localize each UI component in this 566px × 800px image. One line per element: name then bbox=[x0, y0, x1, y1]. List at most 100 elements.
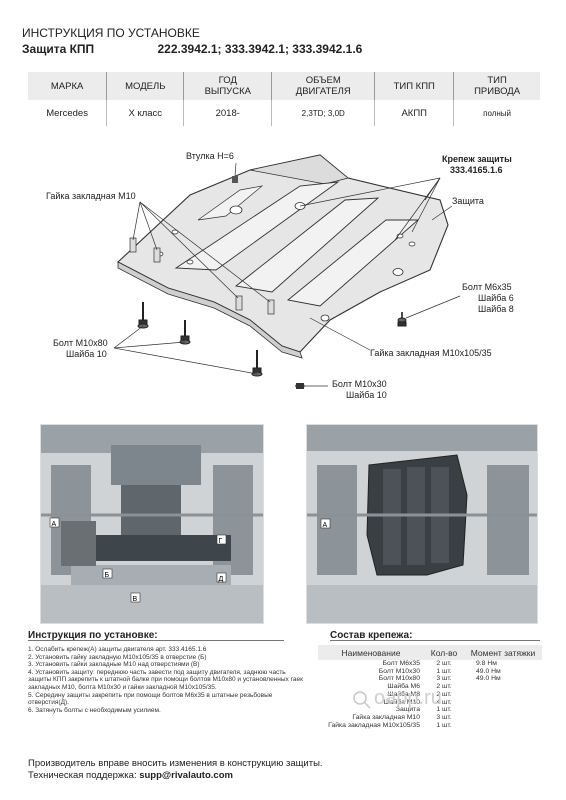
fastener-qty: 2 шт. bbox=[436, 660, 452, 667]
spec-header-make: МАРКА bbox=[28, 72, 108, 100]
fastener-torque: 49.0 Нм bbox=[476, 667, 501, 675]
fastener-name: Шайба М8 bbox=[387, 690, 420, 698]
photo-marker-d1: Д bbox=[219, 576, 224, 583]
fastener-name: Болт М6х35 bbox=[382, 660, 420, 667]
fastener-qty: 1 шт. bbox=[436, 706, 452, 714]
watermark-text: oapp.ru bbox=[374, 687, 442, 709]
label-bolt-m10x30: Болт М10х30 bbox=[332, 379, 387, 389]
instruction-step: 2. Установить гайку закладную М10х105/35… bbox=[28, 653, 207, 661]
vehicle-spec-table: МАРКА МОДЕЛЬ ГОД ВЫПУСКА ОБЪЕМ ДВИГАТЕЛЯ… bbox=[28, 72, 540, 126]
fasteners-header-torque: Момент затяжки bbox=[464, 645, 542, 660]
fastener-torque bbox=[464, 699, 542, 707]
spec-engine: 2,3TD; 3,0D bbox=[271, 100, 376, 126]
fastener-qty: 1 шт. bbox=[436, 721, 452, 729]
photo-marker-b1: Б bbox=[105, 572, 110, 579]
fastener-row: Болт М6х35 2 шт. 9.8 Нм bbox=[318, 660, 542, 668]
spec-model: X класс bbox=[106, 100, 185, 126]
spec-make: Mercedes bbox=[28, 100, 108, 126]
fastener-row: Болт М10х80 3 шт. 49.0 Нм bbox=[318, 675, 542, 683]
instructions-title: Инструкция по установке: bbox=[28, 630, 158, 641]
fastener-row: Шайба М6 2 шт. bbox=[318, 683, 542, 691]
fasteners-title: Состав крепежа: bbox=[330, 630, 413, 641]
fastener-torque bbox=[464, 706, 542, 714]
instruction-step: 6. Затянуть болты с необходимым усилием. bbox=[28, 706, 161, 714]
label-bushing: Втулка Н=6 bbox=[186, 151, 234, 161]
fasteners-header-qty: Кол-во bbox=[424, 645, 464, 660]
label-bolt-m6: Болт М6х35 bbox=[462, 282, 512, 292]
photo-marker-v1: В bbox=[133, 596, 138, 603]
fastener-name: Болт М10х80 bbox=[378, 675, 420, 683]
fastener-torque: 9.8 Нм bbox=[476, 660, 497, 667]
label-bolt-m10x80: Болт М10х80 bbox=[53, 338, 108, 348]
spec-header-year: ГОД ВЫПУСКА bbox=[183, 72, 273, 100]
product-line: Защита КПП 222.3942.1; 333.3942.1; 333.3… bbox=[22, 42, 362, 56]
spec-drive: полный bbox=[453, 100, 540, 126]
fastener-name: Шайба М10 bbox=[383, 698, 420, 706]
photo-after-installation: А bbox=[306, 424, 538, 624]
label-mount-kit: Крепеж защиты bbox=[442, 154, 512, 164]
bushing-part bbox=[232, 176, 238, 183]
fastener-row: Гайка закладная М10 3 шт. bbox=[318, 714, 542, 722]
label-nut-m10x105: Гайка закладная М10х105/35 bbox=[370, 348, 492, 358]
label-washer-10-b: Шайба 10 bbox=[346, 390, 387, 400]
support-email-link[interactable]: supp@rivalauto.com bbox=[139, 770, 233, 781]
fastener-row: Шайба М8 2 шт. bbox=[318, 691, 542, 699]
fastener-row: Защита 1 шт. bbox=[318, 706, 542, 714]
label-washer-6: Шайба 6 bbox=[478, 293, 514, 303]
instruction-step: закладных М10, болта М10х30 и гайки закл… bbox=[28, 683, 217, 691]
document-title: ИНСТРУКЦИЯ ПО УСТАНОВКЕ bbox=[22, 26, 200, 40]
photo-before-installation: А Б В Г Д bbox=[40, 424, 264, 624]
fastener-name: Болт М10х30 bbox=[378, 667, 420, 675]
bolt-m6-parts bbox=[397, 312, 407, 327]
spec-header-engine: ОБЪЕМ ДВИГАТЕЛЯ bbox=[271, 72, 376, 100]
fastener-name: Гайка закладная М10 bbox=[352, 713, 420, 721]
guard-plate bbox=[117, 154, 449, 359]
product-codes: 222.3942.1; 333.3942.1; 333.3942.1.6 bbox=[157, 42, 363, 56]
instructions-list: 1. Ослабить крепеж(А) защиты двигателя а… bbox=[28, 646, 328, 714]
label-guard: Защита bbox=[452, 196, 484, 206]
instruction-step: 3. Установить гайки закладные М10 над от… bbox=[28, 661, 200, 669]
fastener-torque bbox=[464, 722, 542, 730]
fastener-qty: 2 шт. bbox=[436, 690, 452, 698]
spec-header-gearbox: ТИП КПП bbox=[374, 72, 455, 100]
fastener-row: Гайка закладная М10х105/35 1 шт. bbox=[318, 722, 542, 730]
spec-header-drive-text: ТИП ПРИВОДА bbox=[474, 75, 521, 97]
fastener-name: Гайка закладная М10х105/35 bbox=[328, 721, 420, 729]
footer-note: Производитель вправе вносить изменения в… bbox=[28, 758, 323, 769]
fastener-qty: 2 шт. bbox=[436, 683, 452, 691]
watermark-logo: oapp.ru bbox=[353, 687, 442, 709]
spec-gearbox: АКПП bbox=[374, 100, 455, 126]
footer-support: Техническая поддержка: supp@rivalauto.co… bbox=[28, 770, 233, 781]
instruction-step: 5. Середину защиты закрепить при помощи … bbox=[28, 691, 273, 699]
photo-marker-a1: А bbox=[52, 521, 57, 528]
label-washer-10-a: Шайба 10 bbox=[66, 349, 107, 359]
product-name: Защита КПП bbox=[22, 42, 95, 56]
fastener-name: Шайба М6 bbox=[387, 683, 420, 691]
fastener-torque bbox=[464, 691, 542, 699]
fasteners-divider bbox=[330, 640, 540, 641]
label-nut-m10: Гайка закладная М10 bbox=[46, 191, 136, 201]
instruction-step: 4. Установить защиту: переднюю часть зав… bbox=[28, 668, 286, 676]
spec-header-drive: ТИП ПРИВОДА bbox=[453, 72, 540, 100]
fastener-torque bbox=[464, 714, 542, 722]
spec-year: 2018- bbox=[183, 100, 273, 126]
instruction-step: отверстия(Д). bbox=[28, 699, 69, 707]
instruction-step: защиты КПП закрепить к штатной балке при… bbox=[28, 676, 303, 684]
fastener-name: Защита bbox=[395, 706, 420, 714]
photo-marker-g1: Г bbox=[219, 538, 223, 545]
bolt-m10x80-parts bbox=[137, 302, 263, 377]
fasteners-table: Наименование Кол-во Момент затяжки Болт … bbox=[318, 645, 542, 729]
exploded-diagram bbox=[113, 154, 461, 389]
label-washer-8: Шайба 8 bbox=[478, 304, 514, 314]
photo-marker-a2: А bbox=[323, 522, 328, 529]
fastener-qty: 3 шт. bbox=[436, 713, 452, 721]
fasteners-header-name: Наименование bbox=[318, 645, 424, 660]
leader-lines bbox=[113, 162, 461, 387]
label-mount-kit-code: 333.4165.1.6 bbox=[450, 165, 503, 175]
spec-header-model: МОДЕЛЬ bbox=[106, 72, 185, 100]
fastener-qty: 3 шт. bbox=[436, 675, 452, 683]
instructions-divider bbox=[28, 640, 284, 641]
fastener-torque: 49.0 Нм bbox=[476, 675, 501, 683]
